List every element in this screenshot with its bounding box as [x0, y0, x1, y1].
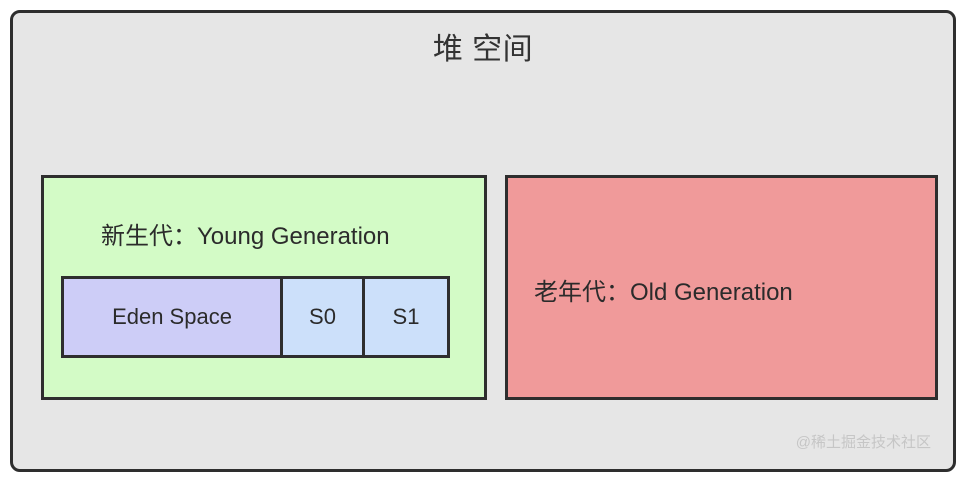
- watermark-text: @稀土掘金技术社区: [795, 434, 931, 451]
- page-title: 堆 空间: [432, 33, 534, 66]
- old-generation-label: 老年代：Old Generation: [534, 279, 793, 306]
- young-generation-spaces-row: Eden Space S0 S1: [61, 276, 450, 358]
- eden-space-box: Eden Space: [64, 279, 283, 355]
- old-generation-box: 老年代：Old Generation: [505, 175, 938, 400]
- survivor-s1-box: S1: [365, 279, 447, 355]
- young-generation-box: 新生代：Young Generation Eden Space S0 S1: [41, 175, 487, 400]
- young-generation-label: 新生代：Young Generation: [101, 223, 390, 250]
- heap-space-container: 堆 空间 新生代：Young Generation Eden Space S0 …: [10, 10, 956, 472]
- survivor-s0-box: S0: [283, 279, 365, 355]
